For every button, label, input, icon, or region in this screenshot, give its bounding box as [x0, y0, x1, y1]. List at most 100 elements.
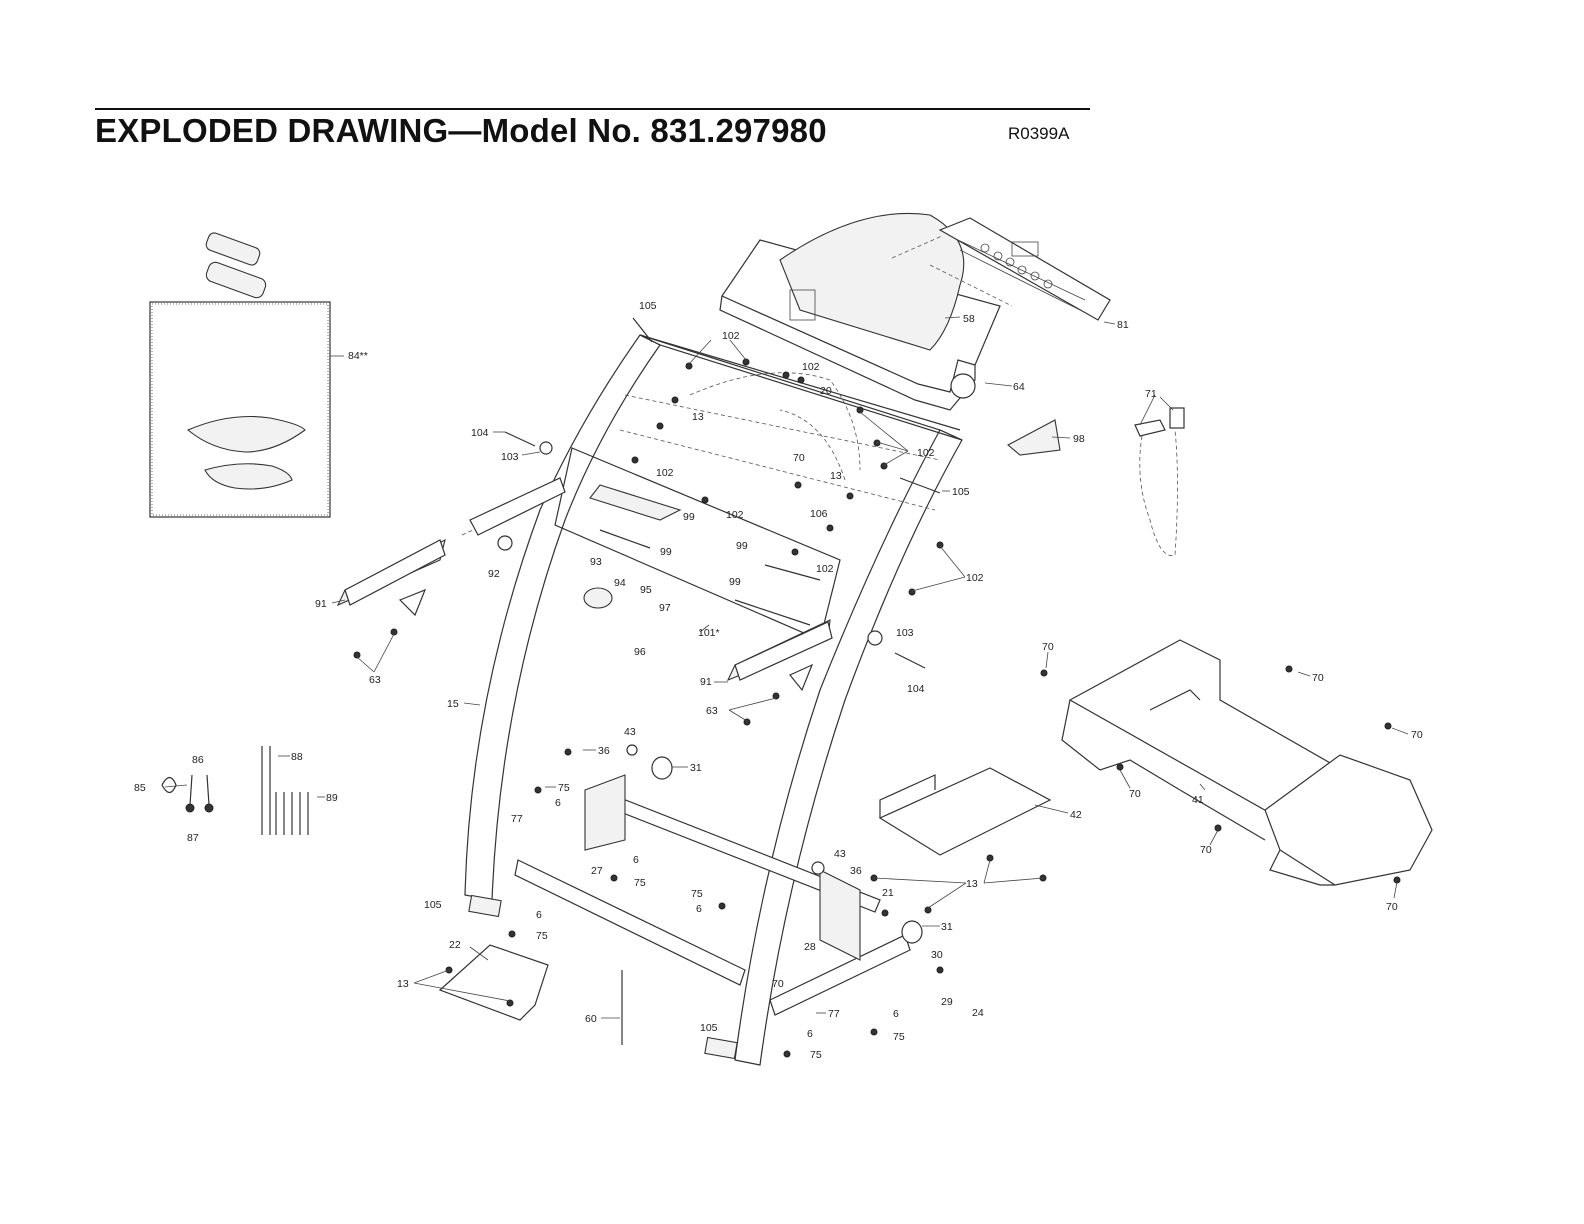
console-buttons [980, 241, 1053, 289]
drawing-reference: R0399A [1008, 124, 1070, 143]
callout-105: 105 [639, 300, 657, 312]
washer-103b [867, 630, 883, 646]
loose-parts [161, 746, 309, 835]
callout-102: 102 [656, 467, 674, 479]
chest-strap-lower [204, 463, 293, 490]
callout-99: 99 [729, 576, 741, 588]
safety-key-71 [1134, 407, 1185, 556]
callout-70: 70 [1200, 844, 1212, 856]
callout-75: 75 [691, 888, 703, 900]
callout-70: 70 [1386, 901, 1398, 913]
bushing-43a [626, 744, 638, 756]
cup-holder [950, 373, 976, 399]
callout-71: 71 [1145, 388, 1157, 400]
callout-92: 92 [488, 568, 500, 580]
accessory-box [149, 232, 344, 518]
callout-105: 105 [700, 1022, 718, 1034]
clip-98 [1007, 419, 1061, 456]
callout-88: 88 [291, 751, 303, 763]
wheel-31b [901, 920, 923, 944]
callout-30: 30 [931, 949, 943, 961]
callout-102: 102 [966, 572, 984, 584]
callout-13: 13 [692, 411, 704, 423]
callout-105: 105 [952, 486, 970, 498]
pad-105a [632, 317, 653, 343]
callout-102: 102 [917, 447, 935, 459]
motor-bracket [819, 869, 861, 961]
title-rule [95, 108, 1090, 110]
plate-42 [878, 767, 1052, 856]
callout-102: 102 [722, 330, 740, 342]
callout-70: 70 [1411, 729, 1423, 741]
callout-102: 102 [816, 563, 834, 575]
pad-105b [899, 477, 941, 494]
callout-58: 58 [963, 313, 975, 325]
pad-105d [704, 1036, 738, 1060]
callout-42: 42 [1070, 809, 1082, 821]
callout-95: 95 [640, 584, 652, 596]
callout-70: 70 [1129, 788, 1141, 800]
callout-41: 41 [1192, 794, 1204, 806]
callout-85: 85 [134, 782, 146, 794]
callout-6: 6 [633, 854, 639, 866]
callout-97: 97 [659, 602, 671, 614]
callout-94: 94 [614, 577, 626, 589]
callout-31: 31 [690, 762, 702, 774]
callout-70: 70 [1042, 641, 1054, 653]
base-frame [514, 774, 911, 1016]
callout-104: 104 [907, 683, 925, 695]
callout-99: 99 [736, 540, 748, 552]
callout-43: 43 [834, 848, 846, 860]
callout-64: 64 [1013, 381, 1025, 393]
callout-75: 75 [634, 877, 646, 889]
callout-96: 96 [634, 646, 646, 658]
callout-99: 99 [683, 511, 695, 523]
callout-27: 27 [591, 865, 603, 877]
callout-6: 6 [696, 903, 702, 915]
callout-98: 98 [1073, 433, 1085, 445]
callout-6: 6 [807, 1028, 813, 1040]
callout-87: 87 [187, 832, 199, 844]
callout-81: 81 [1117, 319, 1129, 331]
callout-91: 91 [315, 598, 327, 610]
console-overlay [938, 217, 1111, 321]
callout-84: 84** [348, 350, 368, 362]
upright-bracket [584, 774, 626, 851]
callout-13: 13 [966, 878, 978, 890]
axle-104a [504, 431, 536, 447]
panel-101 [554, 447, 841, 641]
callout-15: 15 [447, 698, 459, 710]
dumbbell-upper [205, 232, 261, 266]
console-assembly [719, 212, 1111, 411]
callout-102: 102 [726, 509, 744, 521]
callout-70: 70 [793, 452, 805, 464]
roller-93 [583, 587, 613, 609]
callout-20: 20 [820, 385, 832, 397]
bushing-43b [811, 861, 825, 875]
callout-103: 103 [896, 627, 914, 639]
callout-70: 70 [772, 978, 784, 990]
callout-24: 24 [972, 1007, 984, 1019]
dumbbell-lower [205, 261, 267, 299]
leader-lines [164, 316, 1409, 1019]
callout-60: 60 [585, 1013, 597, 1025]
handrail-right [726, 619, 833, 692]
axle-104b [894, 652, 926, 669]
callout-29: 29 [941, 996, 953, 1008]
callout-21: 21 [882, 887, 894, 899]
callout-99: 99 [660, 546, 672, 558]
callout-102: 102 [802, 361, 820, 373]
callout-75: 75 [810, 1049, 822, 1061]
callout-103: 103 [501, 451, 519, 463]
callout-77: 77 [828, 1008, 840, 1020]
callout-28: 28 [804, 941, 816, 953]
callout-36: 36 [598, 745, 610, 757]
callout-63: 63 [706, 705, 718, 717]
callout-31: 31 [941, 921, 953, 933]
page-title: EXPLODED DRAWING—Model No. 831.297980 [95, 112, 827, 149]
callout-75: 75 [558, 782, 570, 794]
wheel-31a [651, 756, 673, 780]
callout-36: 36 [850, 865, 862, 877]
callout-6: 6 [555, 797, 561, 809]
